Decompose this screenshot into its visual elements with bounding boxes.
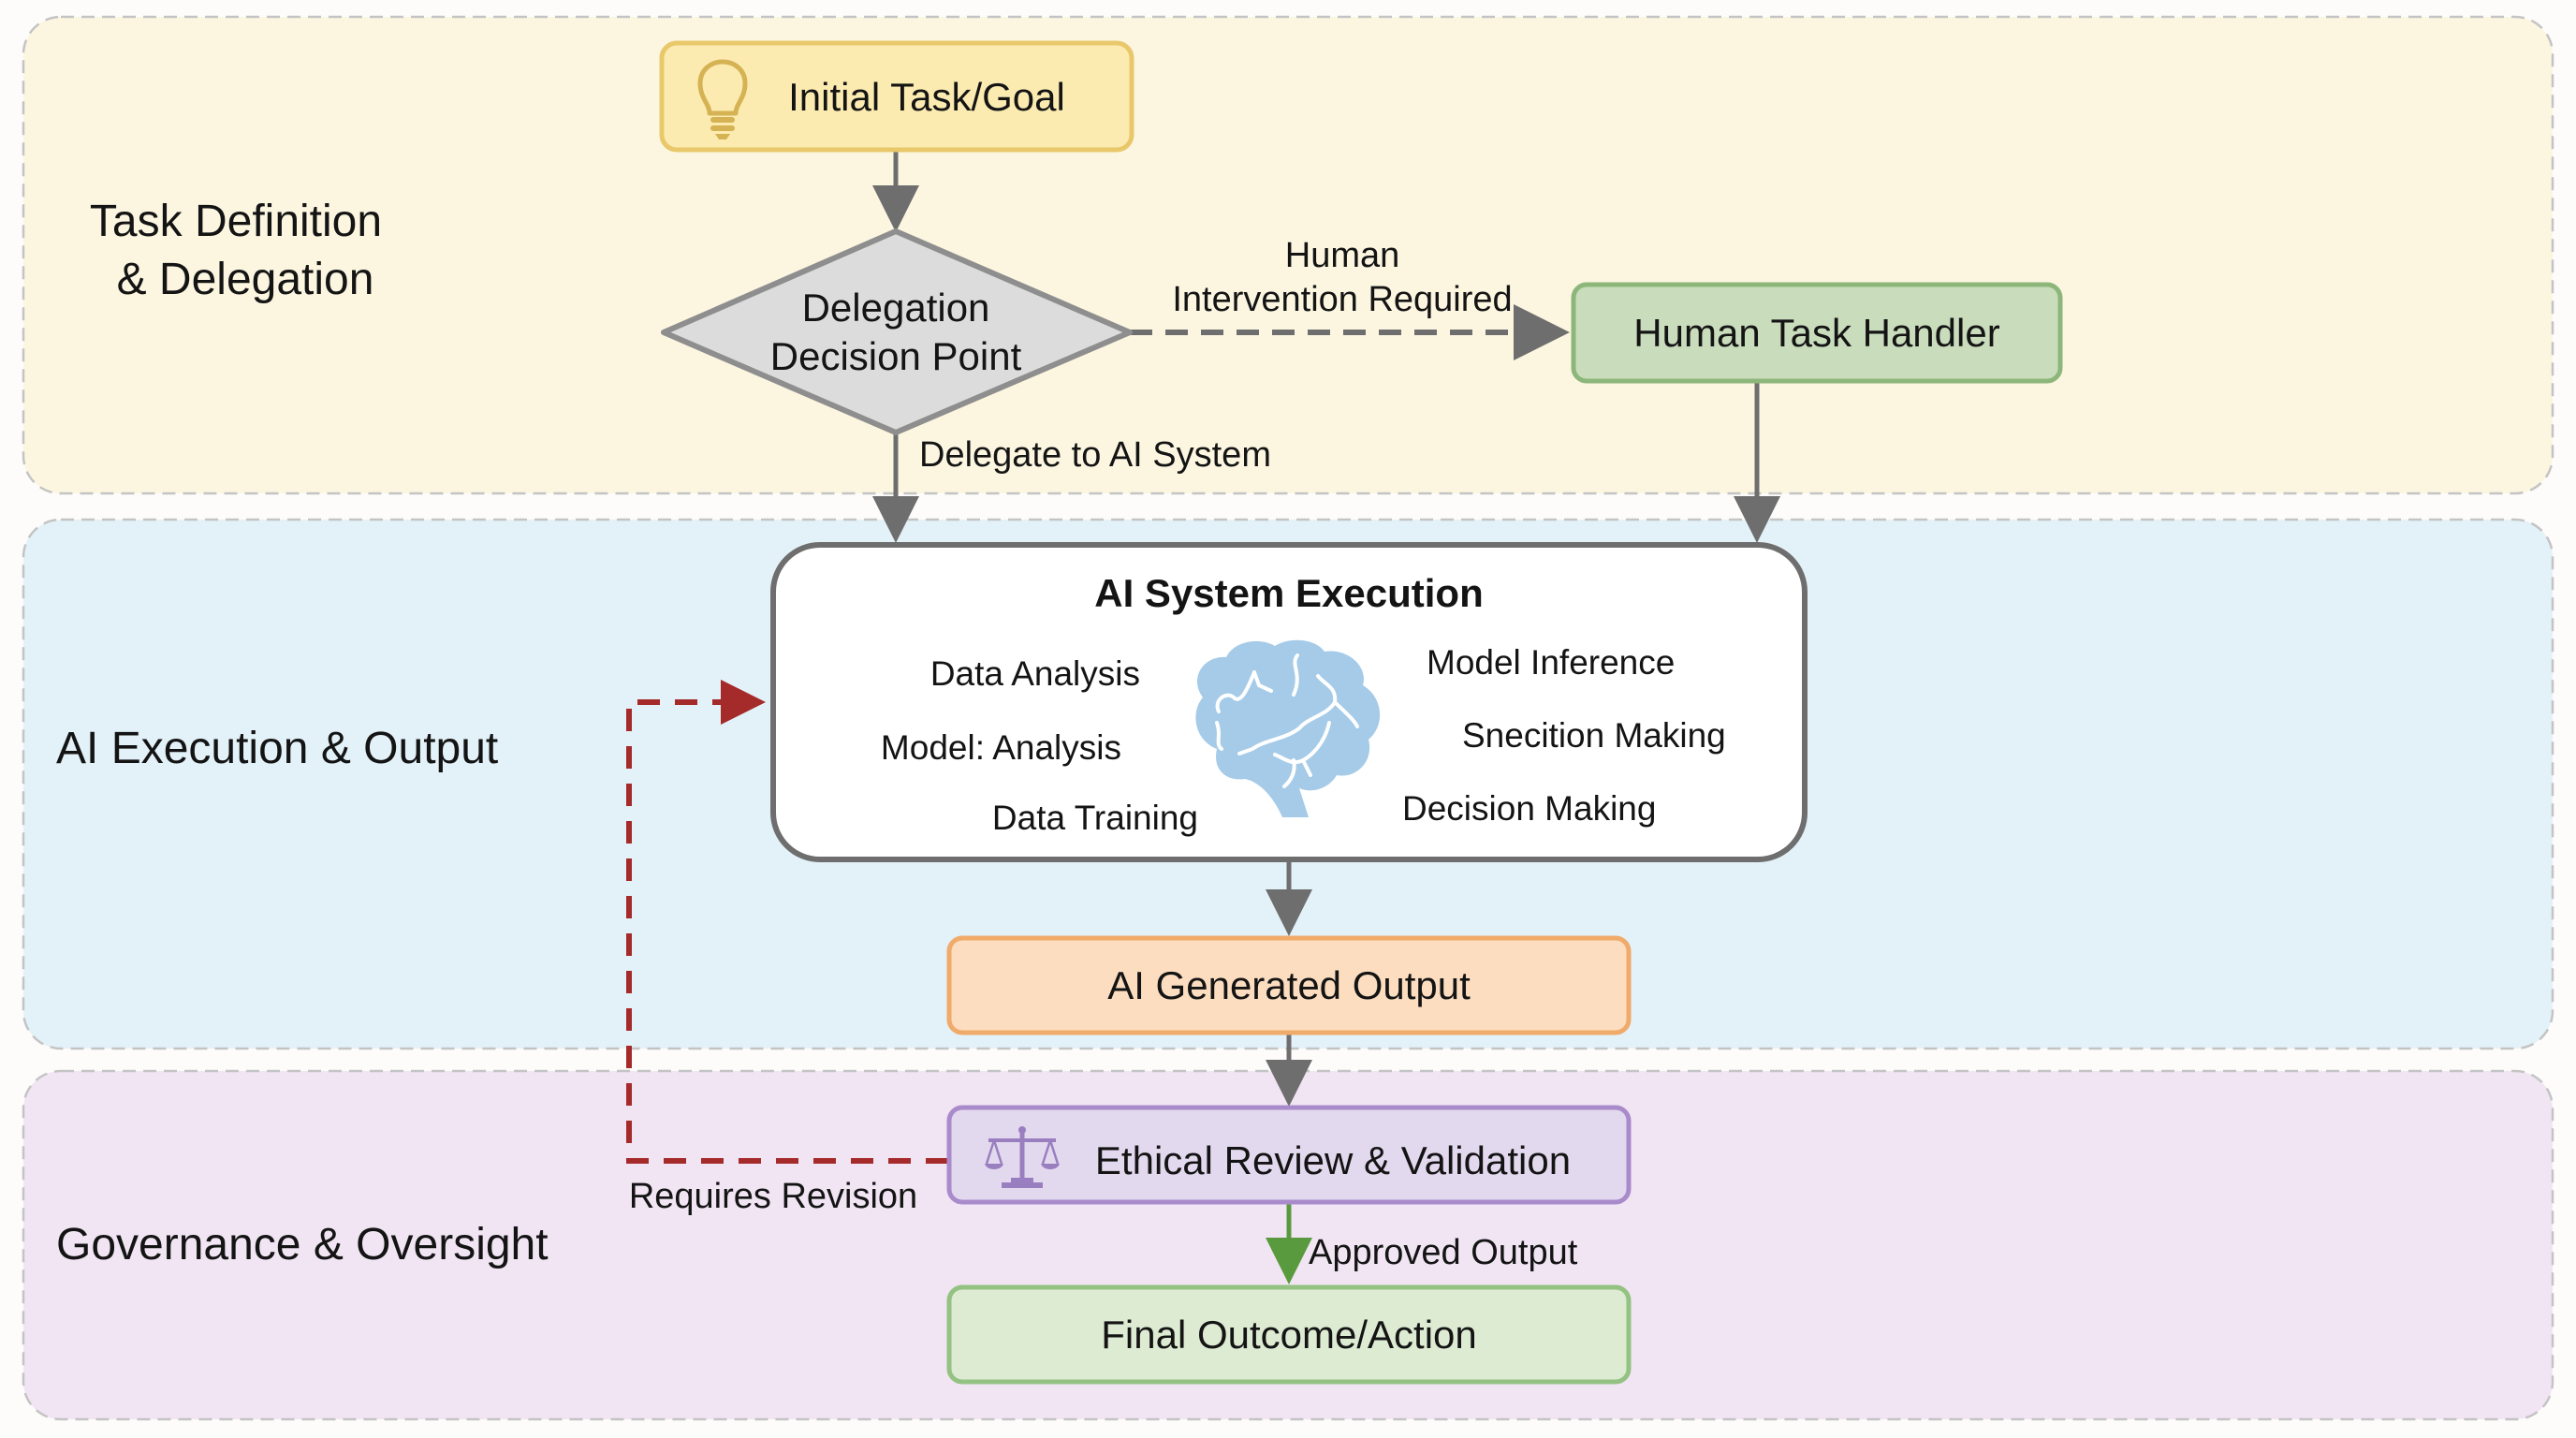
node-label: Human Task Handler xyxy=(1633,311,1999,355)
edge-label: Human xyxy=(1285,236,1400,275)
capability-item: Decision Making xyxy=(1402,789,1656,828)
node-label: Decision Point xyxy=(770,334,1022,378)
capability-item: Snecition Making xyxy=(1462,716,1726,755)
node-human-task-handler[interactable]: Human Task Handler xyxy=(1571,282,2063,384)
node-box xyxy=(946,935,1632,1035)
node-label: Initial Task/Goal xyxy=(788,75,1065,119)
brain-icon xyxy=(1195,639,1381,817)
lightbulb-icon xyxy=(697,59,748,139)
edge-label: Approved Output xyxy=(1309,1233,1578,1272)
capability-item: Data Training xyxy=(992,799,1198,837)
lane-label: & Delegation xyxy=(117,255,374,304)
node-label: Ethical Review & Validation xyxy=(1095,1138,1571,1182)
capability-item: Model Inference xyxy=(1427,643,1675,682)
node-box xyxy=(946,1105,1632,1205)
capability-item: Model: Analysis xyxy=(881,728,1121,767)
edge-approved-output: Approved Output xyxy=(1266,1204,1578,1284)
edge-label: Requires Revision xyxy=(629,1177,917,1216)
edge-label: Intervention Required xyxy=(1172,280,1512,319)
node-box xyxy=(1571,282,2063,384)
node-label: Delegation xyxy=(802,286,990,330)
edge-requires-revision: Requires Revision xyxy=(626,680,948,1216)
node-delegation-decision[interactable]: Delegation Decision Point xyxy=(661,228,1133,435)
node-box xyxy=(946,1284,1632,1385)
edge-line xyxy=(626,680,948,1164)
node-label: AI Generated Output xyxy=(1107,963,1471,1007)
node-label: Final Outcome/Action xyxy=(1101,1313,1477,1357)
node-title: AI System Execution xyxy=(1094,571,1483,615)
edge-label: Delegate to AI System xyxy=(919,435,1271,475)
lane-label: Task Definition xyxy=(90,197,382,246)
node-ai-system-execution[interactable]: AI System Execution Data Analysis Model:… xyxy=(770,542,1808,862)
node-initial-task[interactable]: Initial Task/Goal xyxy=(659,40,1134,153)
capability-item: Data Analysis xyxy=(930,654,1140,693)
lane-label: Governance & Oversight xyxy=(56,1220,549,1269)
node-ethical-review[interactable]: Ethical Review & Validation xyxy=(946,1105,1632,1205)
scales-icon xyxy=(985,1126,1060,1188)
edge-human-intervention: Human Intervention Required xyxy=(1130,236,1570,360)
node-diamond xyxy=(661,228,1133,435)
lane-label: AI Execution & Output xyxy=(56,724,498,773)
node-box xyxy=(659,40,1134,153)
node-final-outcome[interactable]: Final Outcome/Action xyxy=(946,1284,1632,1385)
edge-delegate-ai: Delegate to AI System xyxy=(872,433,1271,543)
node-ai-generated-output[interactable]: AI Generated Output xyxy=(946,935,1632,1035)
